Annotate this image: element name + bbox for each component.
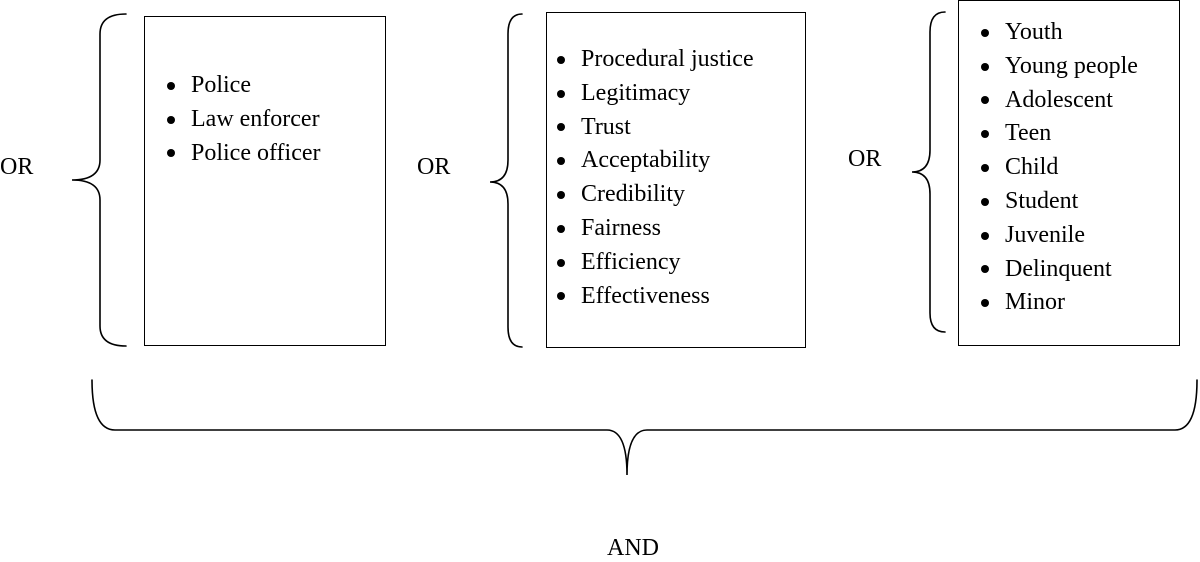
term-label: Fairness (581, 214, 661, 241)
list-item: Delinquent (981, 253, 1138, 287)
term-label: Legitimacy (581, 79, 691, 106)
term-label: Adolescent (1005, 86, 1113, 113)
term-box-police: Police Law enforcer Police officer (144, 16, 386, 346)
list-item: Efficiency (557, 246, 754, 280)
bullet-icon (557, 224, 565, 233)
term-label: Student (1005, 187, 1079, 214)
list-item: Police (167, 69, 321, 103)
term-box-legitimacy: Procedural justice Legitimacy Trust Acce… (546, 12, 806, 348)
list-item: Fairness (557, 212, 754, 246)
bullet-icon (557, 89, 565, 98)
and-label: AND (607, 535, 659, 561)
bullet-icon (981, 265, 989, 274)
list-item: Youth (981, 16, 1138, 50)
bullet-icon (557, 123, 565, 132)
left-brace-group-3 (911, 11, 946, 333)
list-item: Legitimacy (557, 77, 754, 111)
left-brace-group-1 (71, 13, 127, 347)
term-label: Youth (1005, 19, 1063, 45)
list-item: Teen (981, 117, 1138, 151)
bullet-icon (167, 115, 175, 124)
bullet-icon (557, 157, 565, 166)
bullet-icon (981, 62, 989, 71)
bullet-icon (981, 28, 989, 37)
term-label: Procedural justice (581, 46, 754, 72)
term-box-youth: Youth Young people Adolescent Teen Child… (958, 0, 1180, 346)
bullet-icon (981, 164, 989, 173)
list-item: Young people (981, 50, 1138, 84)
list-item: Trust (557, 111, 754, 145)
term-label: Police (191, 72, 251, 98)
bullet-icon (981, 96, 989, 105)
term-label: Acceptability (581, 147, 711, 174)
list-item: Procedural justice (557, 43, 754, 77)
term-list-legitimacy: Procedural justice Legitimacy Trust Acce… (557, 43, 754, 313)
term-label: Trust (581, 113, 631, 140)
term-list-youth: Youth Young people Adolescent Teen Child… (981, 16, 1138, 320)
bullet-icon (557, 191, 565, 200)
term-label: Effectiveness (581, 282, 710, 309)
bullet-icon (167, 149, 175, 158)
bullet-icon (557, 292, 565, 301)
list-item: Acceptability (557, 144, 754, 178)
bullet-icon (167, 81, 175, 90)
bullet-icon (981, 197, 989, 206)
bottom-brace-and (91, 379, 1198, 476)
term-label: Credibility (581, 181, 685, 208)
list-item: Law enforcer (167, 103, 321, 137)
list-item: Student (981, 185, 1138, 219)
term-label: Police officer (191, 139, 321, 166)
bullet-icon (981, 130, 989, 139)
term-label: Minor (1005, 289, 1065, 316)
term-label: Juvenile (1005, 221, 1085, 248)
list-item: Adolescent (981, 84, 1138, 118)
term-label: Efficiency (581, 248, 681, 275)
or-label-group-2: OR (417, 154, 451, 180)
or-label-group-3: OR (848, 146, 882, 172)
bullet-icon (557, 258, 565, 267)
list-item: Minor (981, 286, 1138, 320)
left-brace-group-2 (489, 13, 523, 348)
list-item: Child (981, 151, 1138, 185)
bullet-icon (981, 299, 989, 308)
term-label: Teen (1005, 120, 1052, 147)
term-label: Law enforcer (191, 105, 320, 132)
term-label: Delinquent (1005, 255, 1112, 282)
or-label-group-1: OR (0, 154, 34, 180)
term-list-police: Police Law enforcer Police officer (167, 69, 321, 170)
bullet-icon (981, 231, 989, 240)
bullet-icon (557, 55, 565, 64)
term-label: Young people (1005, 52, 1138, 79)
list-item: Juvenile (981, 219, 1138, 253)
list-item: Credibility (557, 178, 754, 212)
list-item: Effectiveness (557, 280, 754, 314)
list-item: Police officer (167, 137, 321, 171)
term-label: Child (1005, 154, 1059, 181)
